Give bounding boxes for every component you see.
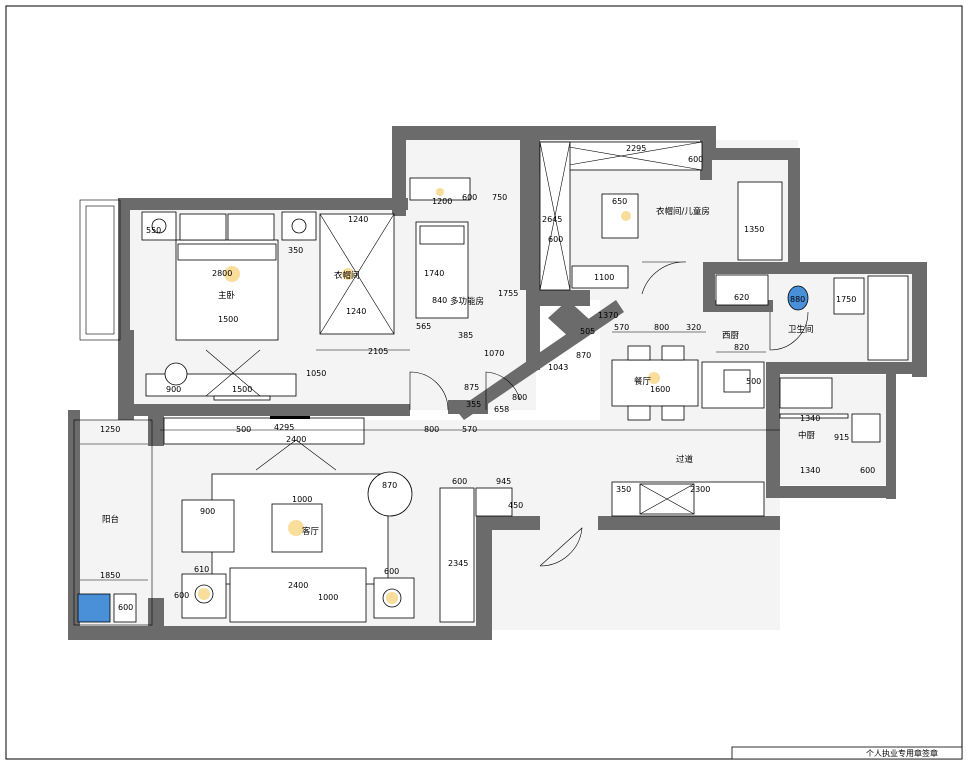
room-west-kitchen: 西厨 xyxy=(722,331,740,341)
walls xyxy=(68,126,927,640)
dim: 945 xyxy=(496,477,511,486)
dim: 915 xyxy=(834,433,849,442)
dim: 600 xyxy=(688,155,703,164)
dim: 2295 xyxy=(626,144,646,153)
doors xyxy=(409,261,809,567)
dim: 1740 xyxy=(424,269,444,278)
room-bathroom: 卫生间 xyxy=(788,324,814,335)
dim: 2400 xyxy=(286,435,306,444)
dim: 1755 xyxy=(498,289,518,298)
dim: 600 xyxy=(452,477,467,486)
dim: 1350 xyxy=(744,225,764,234)
room-dining: 餐厅 xyxy=(634,377,652,387)
room-master-bedroom: 主卧 xyxy=(218,290,236,301)
dim: 2645 xyxy=(542,215,562,224)
dim: 650 xyxy=(612,197,627,206)
dim: 385 xyxy=(458,331,473,340)
dim: 658 xyxy=(494,405,509,414)
stamp-label: 个人执业专用章签章 xyxy=(866,748,938,758)
dimension-labels: 2295 600 750 1200 600 650 2645 600 1350 … xyxy=(100,144,875,612)
dim: 1340 xyxy=(800,414,820,423)
dim: 840 xyxy=(432,296,447,305)
dim: 500 xyxy=(746,377,761,386)
dim: 350 xyxy=(616,485,631,494)
dim: 800 xyxy=(424,425,439,434)
dim: 1100 xyxy=(594,273,614,282)
dim: 620 xyxy=(734,293,749,302)
room-hallway: 过道 xyxy=(676,454,694,465)
dim: 2800 xyxy=(212,269,232,278)
dim: 1600 xyxy=(650,385,670,394)
dim: 880 xyxy=(790,295,805,304)
dim: 4295 xyxy=(274,423,294,432)
dim: 870 xyxy=(576,351,591,360)
dim: 505 xyxy=(580,327,595,336)
dim: 450 xyxy=(508,501,523,510)
dim: 1000 xyxy=(318,593,338,602)
dim: 875 xyxy=(464,383,479,392)
dim: 610 xyxy=(194,565,209,574)
dim: 570 xyxy=(462,425,477,434)
room-living: 客厅 xyxy=(302,526,320,537)
balcony-top xyxy=(79,199,121,341)
balcony-left xyxy=(73,419,153,626)
dim: 1250 xyxy=(100,425,120,434)
dim: 500 xyxy=(236,425,251,434)
dim: 550 xyxy=(146,226,161,235)
dim: 600 xyxy=(384,567,399,576)
dim: 1500 xyxy=(218,315,238,324)
dim: 2300 xyxy=(690,485,710,494)
dim: 900 xyxy=(200,507,215,516)
dim: 800 xyxy=(654,323,669,332)
dim: 1340 xyxy=(800,466,820,475)
dim: 1043 xyxy=(548,363,568,372)
dim: 2105 xyxy=(368,347,388,356)
dim: 870 xyxy=(382,481,397,490)
room-kitchen: 中厨 xyxy=(798,430,816,441)
dim: 565 xyxy=(416,322,431,331)
room-labels: 主卧 衣帽间 阳台 客厅 餐厅 过道 中厨 卫生间 多功能房 衣帽间/儿童房 西… xyxy=(102,206,816,537)
footer-stamp: 个人执业专用章签章 xyxy=(731,746,963,760)
dim: 600 xyxy=(462,193,477,202)
room-study: 衣帽间/儿童房 xyxy=(656,206,710,217)
dim: 800 xyxy=(512,393,527,402)
dim: 1240 xyxy=(348,215,368,224)
furniture xyxy=(77,141,909,623)
dim: 570 xyxy=(614,323,629,332)
lights xyxy=(198,188,660,604)
dim: 320 xyxy=(686,323,701,332)
dim: 1370 xyxy=(598,311,618,320)
dim: 600 xyxy=(174,591,189,600)
dim: 1070 xyxy=(484,349,504,358)
dim: 1750 xyxy=(836,295,856,304)
dim: 600 xyxy=(548,235,563,244)
dim: 2400 xyxy=(288,581,308,590)
dim: 600 xyxy=(860,466,875,475)
dim: 1200 xyxy=(432,197,452,206)
dim: 900 xyxy=(166,385,181,394)
room-multi: 多功能房 xyxy=(450,296,484,307)
dim: 1050 xyxy=(306,369,326,378)
dim: 600 xyxy=(118,603,133,612)
dim: 1850 xyxy=(100,571,120,580)
dim: 355 xyxy=(466,400,481,409)
room-cloakroom: 衣帽间 xyxy=(334,270,360,281)
ceiling-lines xyxy=(160,331,780,471)
dim: 1500 xyxy=(232,385,252,394)
drawing-frame xyxy=(5,5,963,760)
dim: 820 xyxy=(734,343,749,352)
dim: 1000 xyxy=(292,495,312,504)
dim: 2345 xyxy=(448,559,468,568)
dim: 750 xyxy=(492,193,507,202)
dim: 350 xyxy=(288,246,303,255)
dim: 1240 xyxy=(346,307,366,316)
room-balcony: 阳台 xyxy=(102,514,119,525)
